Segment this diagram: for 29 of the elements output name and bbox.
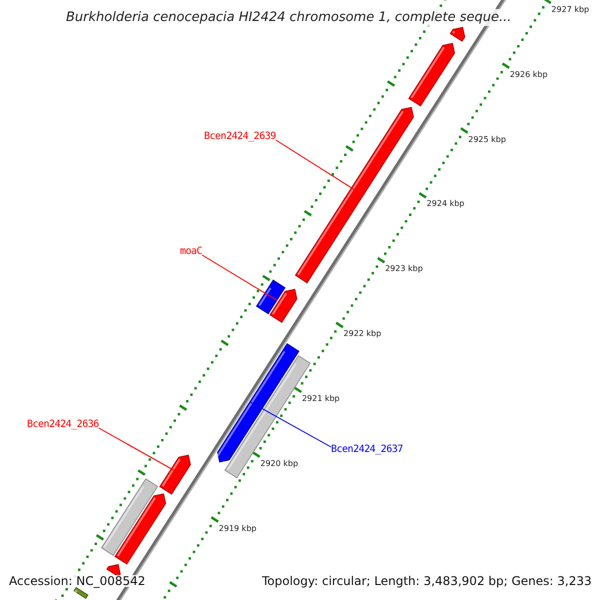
scale-label: 2921 kbp xyxy=(302,394,340,404)
gene-label: Bcen2424_2636 xyxy=(27,419,99,431)
scale-label: 2923 kbp xyxy=(385,264,423,274)
scale-label: 2924 kbp xyxy=(426,199,464,210)
info-text: Accession: NC_008542 xyxy=(9,575,146,587)
gene-block xyxy=(159,454,191,495)
gene-block xyxy=(106,564,121,578)
gene-label: moaC xyxy=(180,246,202,258)
gene-bar xyxy=(256,280,286,314)
leader-line xyxy=(249,401,332,448)
scale-label: 2927 kbp xyxy=(551,4,590,15)
gene-block xyxy=(450,26,466,42)
gene-block xyxy=(114,493,166,565)
gene-bar xyxy=(72,586,88,599)
leader-line xyxy=(202,254,278,301)
scale-label: 2920 kbp xyxy=(260,458,298,469)
title: Burkholderia cenocepacia HI2424 chromosome 1, complete seque... xyxy=(66,9,512,26)
gene-bar xyxy=(100,478,158,556)
scale-label: 2925 kbp xyxy=(468,134,506,144)
gene-label: Bcen2424_2637 xyxy=(331,444,403,456)
scale-label: 2919 kbp xyxy=(218,524,256,534)
leader-line xyxy=(98,428,184,476)
leader-line xyxy=(275,140,364,196)
scale-label: 2926 kbp xyxy=(510,70,548,80)
info-text: Topology: circular; Length: 3,483,902 bp; Genes: 3,233 xyxy=(262,575,592,587)
gene-label: Bcen2424_2639 xyxy=(204,131,276,143)
gene-block xyxy=(408,42,456,107)
gene-block xyxy=(269,288,298,323)
scale-label: 2922 kbp xyxy=(344,329,382,339)
